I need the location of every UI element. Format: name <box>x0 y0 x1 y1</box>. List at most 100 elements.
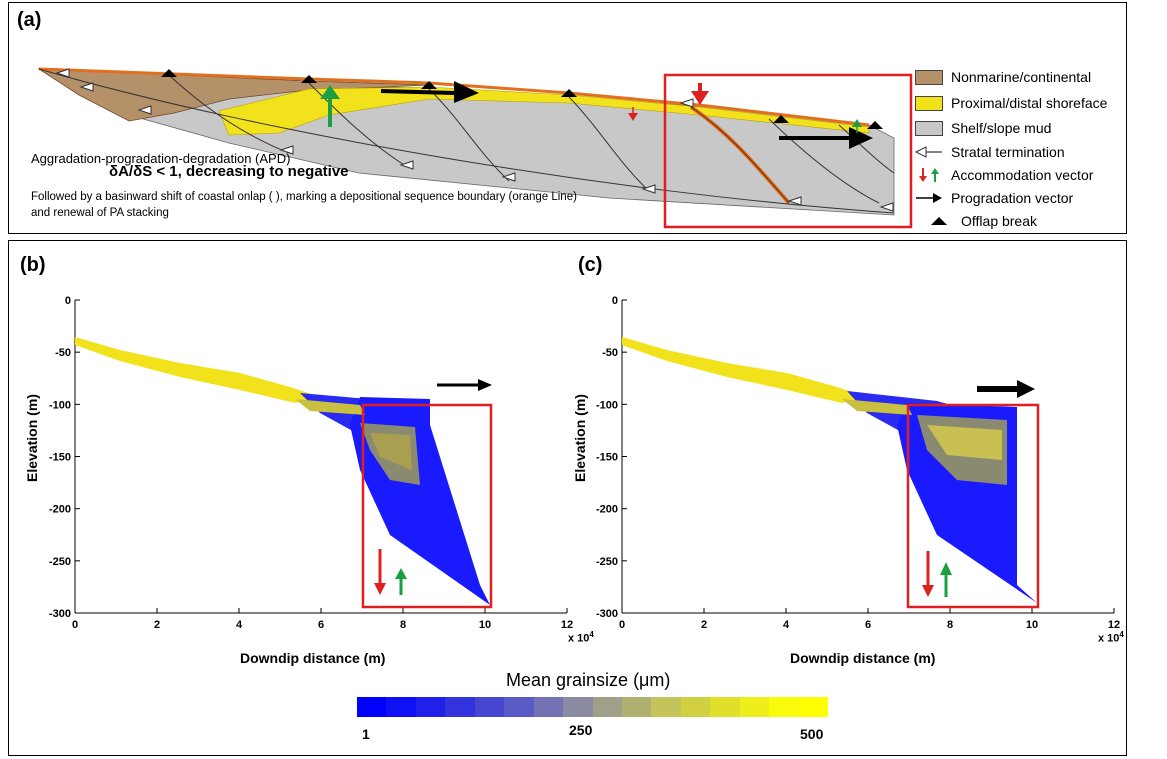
stratigraphic-cross-section <box>37 67 913 229</box>
legend-label: Stratal termination <box>951 144 1065 160</box>
y-tick-label: -250 <box>596 556 618 568</box>
x-tick-label: 12 <box>561 619 573 631</box>
x-tick-label: 10 <box>479 619 491 631</box>
apd-text: Aggradation-progradation-degradation (AP… <box>31 151 291 166</box>
highlight-box-c <box>906 403 1040 609</box>
legend-offlap: Offlap break <box>925 213 1037 229</box>
legend-shelf-mud: Shelf/slope mud <box>915 120 1051 136</box>
y-tick-label: -50 <box>602 347 618 359</box>
panel-c-progradation-arrow <box>977 380 1035 398</box>
legend-label: Offlap break <box>961 213 1038 229</box>
clinoform-lines <box>38 68 895 214</box>
accommodation-arrows <box>320 83 862 133</box>
stratal-termination-markers <box>55 68 894 212</box>
y-tick-label: -150 <box>49 452 71 464</box>
x-tick-label: 10 <box>1026 619 1038 631</box>
legend-nonmarine: Nonmarine/continental <box>915 69 1091 85</box>
x-tick-label: 8 <box>947 619 953 631</box>
x-tick-label: 2 <box>154 619 160 631</box>
panel-b-accommodation-arrows <box>374 549 407 595</box>
nonmarine-swatch <box>915 69 943 85</box>
x-tick-label: 4 <box>236 619 243 631</box>
panel-b-multiplier: x 104 <box>568 630 594 645</box>
highlight-box-a <box>663 73 913 229</box>
colorbar-swatch <box>798 697 828 717</box>
colorbar-swatch <box>680 697 711 717</box>
y-tick-label: -250 <box>49 556 71 568</box>
panel-b-deposit <box>75 337 490 605</box>
y-tick-label: -300 <box>49 608 71 620</box>
colorbar-swatch <box>533 697 564 717</box>
y-tick-label: -300 <box>596 608 618 620</box>
x-tick-label: 12 <box>1108 619 1120 631</box>
colorbar-swatch <box>710 697 740 717</box>
y-tick-label: -50 <box>55 347 71 359</box>
legend-label: Shelf/slope mud <box>951 120 1052 136</box>
ratio-text: δA/δS < 1, decreasing to negative <box>109 163 349 180</box>
colorbar-min-label: 1 <box>362 726 370 742</box>
x-tick-label: 8 <box>400 619 406 631</box>
panel-c-ylabel: Elevation (m) <box>571 394 588 482</box>
x-tick-label: 2 <box>701 619 707 631</box>
colorbar-swatch <box>415 697 446 717</box>
shoreface-swatch <box>915 95 943 111</box>
colorbar-swatch <box>621 697 652 717</box>
colorbar-swatch <box>592 697 622 717</box>
legend-label: Proximal/distal shoreface <box>951 95 1108 111</box>
colorbar-title: Mean grainsize (μm) <box>506 670 671 690</box>
x-tick-label: 6 <box>865 619 871 631</box>
legend-stratal-termination: Stratal termination <box>914 144 1065 160</box>
legend-accommodation: Accommodation vector <box>915 167 1093 183</box>
x-tick-label: 4 <box>783 619 790 631</box>
colorbar-swatch <box>445 697 475 717</box>
panel-b-xlabel: Downdip distance (m) <box>240 650 386 666</box>
multiplier-text: x 10 <box>1098 632 1120 645</box>
y-tick-label: -200 <box>49 504 71 516</box>
sequence-top-line <box>38 67 870 127</box>
y-tick-label: -100 <box>596 399 618 411</box>
colorbar-swatch <box>769 697 799 717</box>
multiplier-exponent: 4 <box>589 630 594 639</box>
nonmarine-wedge <box>37 68 430 122</box>
panel-c-label: (c) <box>578 254 603 276</box>
panel-c-deposit <box>622 337 1037 603</box>
y-tick-label: -150 <box>596 452 618 464</box>
follow-text: Followed by a basinward shift of coastal… <box>31 191 577 219</box>
colorbar-swatch <box>474 697 505 717</box>
colorbar-swatch <box>504 697 534 717</box>
progradation-arrows <box>380 81 873 149</box>
legend-label: Accommodation vector <box>951 167 1094 183</box>
colorbar <box>357 697 828 717</box>
legend-label: Nonmarine/continental <box>951 69 1092 85</box>
panel-b-label: (b) <box>20 254 46 276</box>
panel-c-axes <box>621 300 1114 614</box>
panel-c-accommodation-arrows <box>922 551 952 597</box>
black-triangle-icon <box>925 213 953 229</box>
x-tick-label: 6 <box>318 619 324 631</box>
colorbar-swatch <box>563 697 593 717</box>
legend-label: Progradation vector <box>951 190 1074 206</box>
colorbar-max-label: 500 <box>800 726 824 742</box>
y-tick-label: -100 <box>49 399 71 411</box>
y-tick-label: 0 <box>65 295 71 307</box>
multiplier-text: x 10 <box>568 632 590 645</box>
highlight-box-b <box>361 403 493 609</box>
y-tick-label: -200 <box>596 504 618 516</box>
shoreface-body <box>218 86 870 136</box>
panel-c-multiplier: x 104 <box>1098 630 1124 645</box>
panel-b-axes <box>74 300 567 614</box>
multiplier-exponent: 4 <box>1119 630 1124 639</box>
legend-shoreface: Proximal/distal shoreface <box>915 95 1107 111</box>
legend-progradation: Progradation vector <box>915 190 1073 206</box>
panel-c-xlabel: Downdip distance (m) <box>790 650 936 666</box>
x-tick-label: 0 <box>619 619 625 631</box>
black-arrow-icon <box>915 190 943 206</box>
red-green-arrows-icon <box>915 167 943 183</box>
open-triangle-arrow-icon <box>914 144 943 160</box>
panel-b-ylabel: Elevation (m) <box>23 394 40 482</box>
panel-a: (a) <box>8 2 1127 234</box>
